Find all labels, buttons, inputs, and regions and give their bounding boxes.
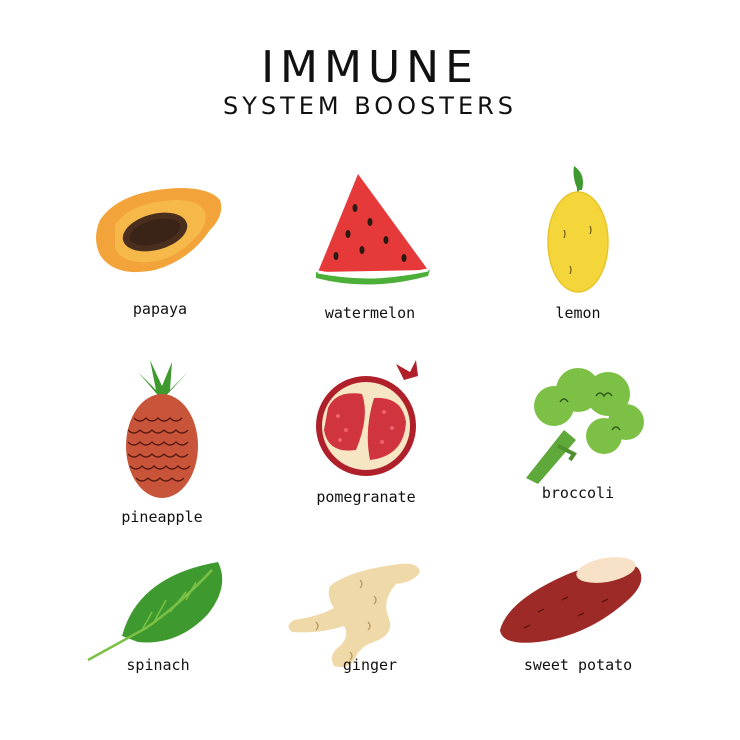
watermelon-icon — [316, 174, 430, 285]
food-item-papaya: papaya — [60, 160, 260, 340]
page-title: IMMUNE — [261, 42, 479, 93]
food-label: ginger — [342, 656, 398, 674]
lemon-icon — [547, 166, 609, 293]
food-label: papaya — [132, 300, 188, 318]
pomegranate-icon — [316, 360, 418, 476]
broccoli-icon — [526, 368, 644, 484]
papaya-icon — [96, 188, 222, 273]
food-label: pomegranate — [316, 488, 416, 506]
food-label: sweet potato — [523, 656, 633, 674]
food-item-broccoli: broccoli — [478, 360, 678, 540]
food-label: lemon — [555, 304, 601, 322]
food-item-pineapple: pineapple — [62, 360, 262, 540]
food-item-pomegranate: pomegranate — [266, 360, 466, 540]
food-item-watermelon: watermelon — [270, 160, 470, 340]
spinach-icon — [87, 562, 223, 662]
food-label: broccoli — [541, 484, 615, 502]
food-item-sweet-potato: sweet potato — [478, 556, 678, 736]
food-item-spinach: spinach — [58, 556, 258, 736]
food-item-ginger: ginger — [270, 556, 470, 736]
food-item-lemon: lemon — [478, 160, 678, 340]
page-subtitle: SYSTEM BOOSTERS — [222, 92, 518, 120]
ginger-icon — [288, 563, 420, 668]
pineapple-icon — [126, 360, 198, 498]
sweet-potato-icon — [500, 557, 642, 643]
food-label: pineapple — [121, 508, 203, 526]
food-label: watermelon — [324, 304, 416, 322]
food-label: spinach — [126, 656, 190, 674]
